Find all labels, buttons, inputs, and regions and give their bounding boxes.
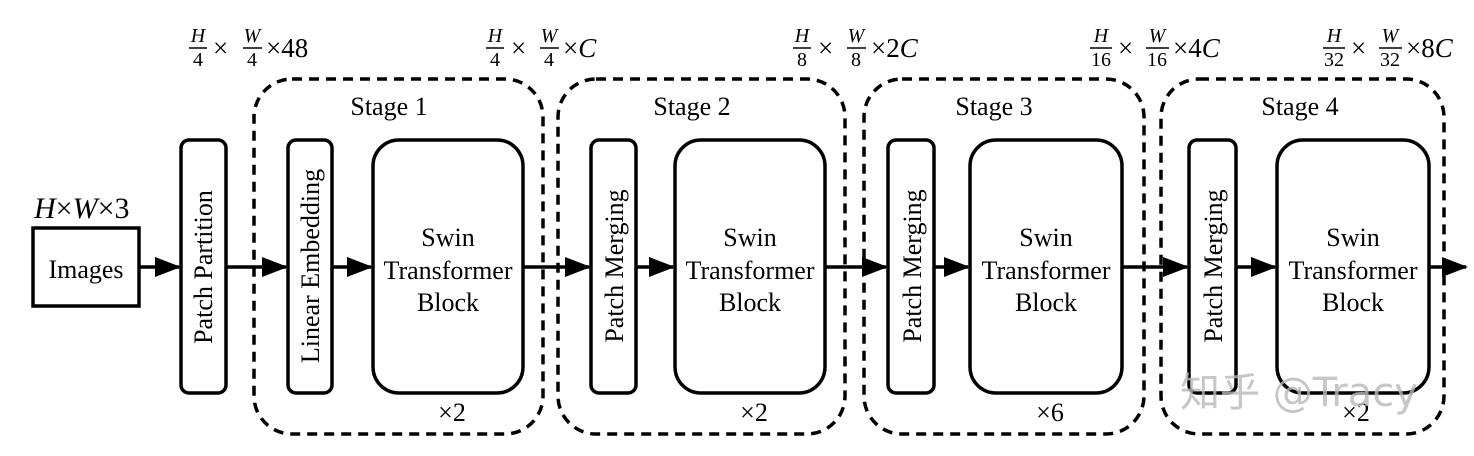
stage-4-title: Stage 4: [1261, 92, 1338, 121]
svg-text:×: ×: [818, 33, 833, 63]
svg-text:H: H: [487, 25, 504, 47]
svg-text:W: W: [848, 25, 867, 47]
dims-label-3: H 16 × W 16 ×4C: [1090, 25, 1221, 71]
stage-2-frame: [556, 77, 847, 436]
svg-text:×: ×: [213, 33, 228, 63]
svg-text:4: 4: [490, 49, 500, 71]
stage-2-repeat: ×2: [740, 398, 768, 427]
svg-text:×4C: ×4C: [1173, 33, 1221, 63]
stage-4-patch-merging-label: Patch Merging: [1199, 189, 1228, 342]
stage-2: Stage 2 Patch Merging Swin Transformer B…: [556, 77, 847, 436]
stage-3-swin-line3: Block: [1015, 288, 1077, 317]
stage-1-frame: [252, 77, 545, 436]
svg-text:×: ×: [511, 33, 526, 63]
svg-text:8: 8: [851, 49, 861, 71]
stage-1-linear-embedding-label: Linear Embedding: [296, 169, 325, 363]
svg-text:8: 8: [797, 49, 807, 71]
svg-text:×8C: ×8C: [1406, 33, 1454, 63]
stage-4-frame: [1159, 77, 1446, 436]
stage-1-repeat: ×2: [438, 398, 466, 427]
svg-text:×: ×: [1351, 33, 1366, 63]
svg-text:×48: ×48: [266, 33, 308, 63]
stage-4-swin-line3: Block: [1322, 288, 1384, 317]
stage-3-title: Stage 3: [955, 92, 1032, 121]
dims-label-1: H 4 × W 4 ×C: [486, 25, 597, 71]
svg-text:H: H: [190, 25, 207, 47]
input-dims: H×W×3: [33, 192, 130, 225]
stage-3-patch-merging-label: Patch Merging: [898, 189, 927, 342]
stage-3-repeat: ×6: [1036, 398, 1064, 427]
stage-3-swin-line1: Swin: [1019, 223, 1072, 252]
stage-1-swin-line2: Transformer: [383, 256, 512, 285]
svg-text:W: W: [541, 25, 560, 47]
images-label: Images: [48, 255, 123, 284]
watermark: 知乎 @Tracy: [1180, 370, 1418, 416]
svg-text:4: 4: [544, 49, 554, 71]
svg-text:W: W: [1382, 25, 1401, 47]
dims-label-0: H 4 × W 4 ×48: [189, 25, 308, 71]
svg-text:32: 32: [1324, 49, 1344, 71]
svg-text:16: 16: [1091, 49, 1111, 71]
stage-4-repeat: ×2: [1342, 398, 1370, 427]
stage-2-title: Stage 2: [653, 92, 730, 121]
stage-3-frame: [862, 77, 1146, 436]
stage-4-swin-line1: Swin: [1326, 223, 1379, 252]
svg-text:H: H: [1326, 25, 1343, 47]
stage-2-swin-line2: Transformer: [685, 256, 814, 285]
svg-text:W: W: [244, 25, 263, 47]
svg-text:H: H: [794, 25, 811, 47]
svg-text:16: 16: [1147, 49, 1167, 71]
dims-label-4: H 32 × W 32 ×8C: [1323, 25, 1454, 71]
stage-1-swin-line1: Swin: [421, 223, 474, 252]
stage-2-swin-line1: Swin: [723, 223, 776, 252]
stage-2-swin-line3: Block: [719, 288, 781, 317]
stage-1-swin-line3: Block: [417, 288, 479, 317]
svg-text:4: 4: [193, 49, 203, 71]
stage-1-title: Stage 1: [350, 92, 427, 121]
svg-text:4: 4: [247, 49, 257, 71]
stage-4-swin-line2: Transformer: [1288, 256, 1417, 285]
dims-label-2: H 8 × W 8 ×2C: [793, 25, 919, 71]
svg-text:×2C: ×2C: [871, 33, 919, 63]
svg-text:32: 32: [1380, 49, 1400, 71]
stage-1: Stage 1 Linear Embedding Swin Transforme…: [252, 77, 545, 436]
svg-text:×: ×: [1118, 33, 1133, 63]
stage-2-patch-merging-label: Patch Merging: [600, 189, 629, 342]
stage-3-swin-line2: Transformer: [981, 256, 1110, 285]
svg-text:×C: ×C: [563, 33, 597, 63]
patch-partition-label: Patch Partition: [189, 190, 218, 344]
images-box: [31, 226, 141, 308]
svg-text:H: H: [1093, 25, 1110, 47]
stage-3: Stage 3 Patch Merging Swin Transformer B…: [862, 77, 1146, 436]
svg-text:W: W: [1149, 25, 1168, 47]
